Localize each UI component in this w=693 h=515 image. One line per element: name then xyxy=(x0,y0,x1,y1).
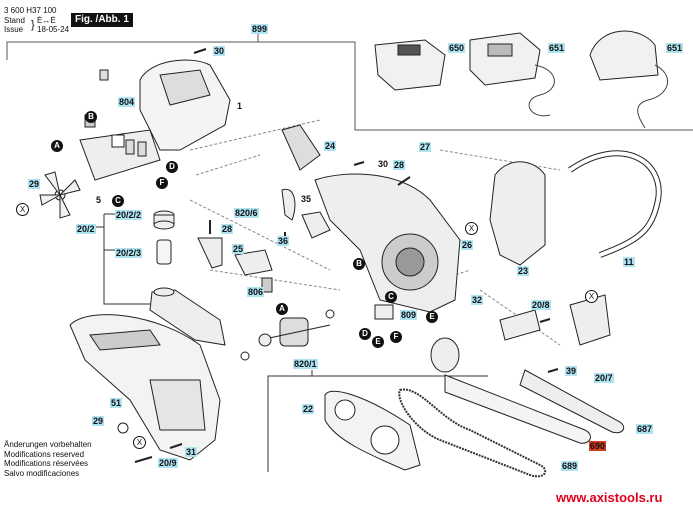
part-label-29[interactable]: 29 xyxy=(28,179,41,189)
note-line: Änderungen vorbehalten xyxy=(4,440,92,449)
part-label-25[interactable]: 25 xyxy=(232,244,245,254)
part-label-26[interactable]: 26 xyxy=(461,240,474,250)
group-bracket-899 xyxy=(6,41,693,131)
part-label-22[interactable]: 22 xyxy=(302,404,315,414)
bar-cover xyxy=(519,369,625,434)
modification-notes: Änderungen vorbehalten Modifications res… xyxy=(4,440,92,478)
part-label-5[interactable]: 5 xyxy=(96,195,102,205)
sprocket-knob xyxy=(430,337,460,373)
connector-badge-d: D xyxy=(359,328,371,340)
rear-handle-housing xyxy=(69,314,221,461)
part-label-39[interactable]: 39 xyxy=(565,366,578,376)
website-link[interactable]: www.axistools.ru xyxy=(556,490,663,505)
x-mark: X xyxy=(465,222,478,235)
document-number: 3 600 H37 100 xyxy=(4,6,57,15)
part-label-809[interactable]: 809 xyxy=(400,310,418,320)
part-label-36[interactable]: 36 xyxy=(277,236,290,246)
issue-label: Issue xyxy=(4,25,24,34)
part-label-31[interactable]: 31 xyxy=(185,447,198,457)
part-label-20-2-3[interactable]: 20/2/3 xyxy=(115,248,143,258)
stand-label: Stand xyxy=(4,16,25,25)
charger-fast xyxy=(469,32,541,86)
note-line: Modifications reserved xyxy=(4,449,85,459)
part-label-30[interactable]: 30 xyxy=(378,159,389,169)
part-label-28[interactable]: 28 xyxy=(393,160,406,170)
part-label-20-2[interactable]: 20/2 xyxy=(76,224,96,234)
part-label-650[interactable]: 650 xyxy=(448,43,466,53)
group-bracket-820-1 xyxy=(267,375,488,472)
guide-bar xyxy=(444,374,591,444)
part-label-804[interactable]: 804 xyxy=(118,97,136,107)
lever-25 xyxy=(197,237,223,269)
note-line: Salvo modificaciones xyxy=(4,468,80,478)
part-label-32[interactable]: 32 xyxy=(471,295,484,305)
knob-51 xyxy=(117,422,129,434)
part-label-24[interactable]: 24 xyxy=(324,141,337,151)
stand-value: Ė↔Ė xyxy=(37,16,56,25)
part-label-1[interactable]: 1 xyxy=(237,101,243,111)
oil-tank xyxy=(149,287,226,346)
battery-pack xyxy=(374,39,446,91)
issue-date: 18-05-24 xyxy=(37,25,70,34)
brace: } xyxy=(31,19,35,31)
switch-lever xyxy=(281,188,296,221)
chain-tensioner xyxy=(499,309,541,341)
connector-badge-b: B xyxy=(85,111,97,123)
part-label-820-1[interactable]: 820/1 xyxy=(293,359,318,369)
connector-badge-c: C xyxy=(112,195,124,207)
part-label-27[interactable]: 27 xyxy=(419,142,432,152)
part-label-20-7[interactable]: 20/7 xyxy=(594,373,614,383)
trigger-cover xyxy=(281,124,321,171)
x-mark: X xyxy=(585,290,598,303)
rotor xyxy=(240,309,335,361)
connector-badge-a: A xyxy=(51,140,63,152)
part-label-30[interactable]: 30 xyxy=(213,46,226,56)
capacitor xyxy=(374,304,394,320)
saw-chain xyxy=(398,388,547,478)
connector-badge-a: A xyxy=(276,303,288,315)
x-mark: X xyxy=(133,436,146,449)
charger-dome-cable xyxy=(637,64,669,129)
part-label-20-2-2[interactable]: 20/2/2 xyxy=(115,210,143,220)
oil-filter xyxy=(156,239,172,265)
part-label-51[interactable]: 51 xyxy=(110,398,123,408)
charger-fast-cable xyxy=(528,64,555,117)
connector-badge-f: F xyxy=(156,177,168,189)
part-label-35[interactable]: 35 xyxy=(301,194,312,204)
connector-badge-c: C xyxy=(385,291,397,303)
part-label-651[interactable]: 651 xyxy=(548,43,566,53)
motor-housing-cover xyxy=(139,59,231,151)
part-label-29[interactable]: 29 xyxy=(92,416,105,426)
part-label-20-8[interactable]: 20/8 xyxy=(531,300,551,310)
part-label-11[interactable]: 11 xyxy=(623,257,635,267)
figure-label: Fig. /Abb. 1 xyxy=(71,13,133,27)
connector-badge-b: B xyxy=(353,258,365,270)
chain-cover xyxy=(324,390,421,471)
part-label-899[interactable]: 899 xyxy=(251,24,269,34)
trigger xyxy=(301,211,331,239)
oil-cap xyxy=(153,210,175,230)
part-label-806[interactable]: 806 xyxy=(247,287,265,297)
connector-badge-e: E xyxy=(372,336,384,348)
part-label-651[interactable]: 651 xyxy=(666,43,684,53)
part-label-20-9[interactable]: 20/9 xyxy=(158,458,178,468)
connector-badge-d: D xyxy=(166,161,178,173)
part-label-23[interactable]: 23 xyxy=(517,266,530,276)
connector-badge-f: F xyxy=(390,331,402,343)
group-bracket-20-2 xyxy=(103,214,150,305)
connector-badge-e: E xyxy=(426,311,438,323)
brush-holder xyxy=(234,249,273,293)
main-housing xyxy=(314,173,461,313)
part-label-690-highlighted[interactable]: 690 xyxy=(589,441,607,451)
part-label-820-6[interactable]: 820/6 xyxy=(234,208,259,218)
hand-guard xyxy=(489,161,546,266)
part-label-689[interactable]: 689 xyxy=(561,461,579,471)
part-label-28[interactable]: 28 xyxy=(221,224,234,234)
auxiliary-handle xyxy=(568,150,662,258)
x-mark: X xyxy=(16,203,29,216)
note-line: Modifications réservées xyxy=(4,459,89,468)
charger-dome xyxy=(589,30,659,81)
fan xyxy=(39,171,81,219)
part-label-687[interactable]: 687 xyxy=(636,424,654,434)
